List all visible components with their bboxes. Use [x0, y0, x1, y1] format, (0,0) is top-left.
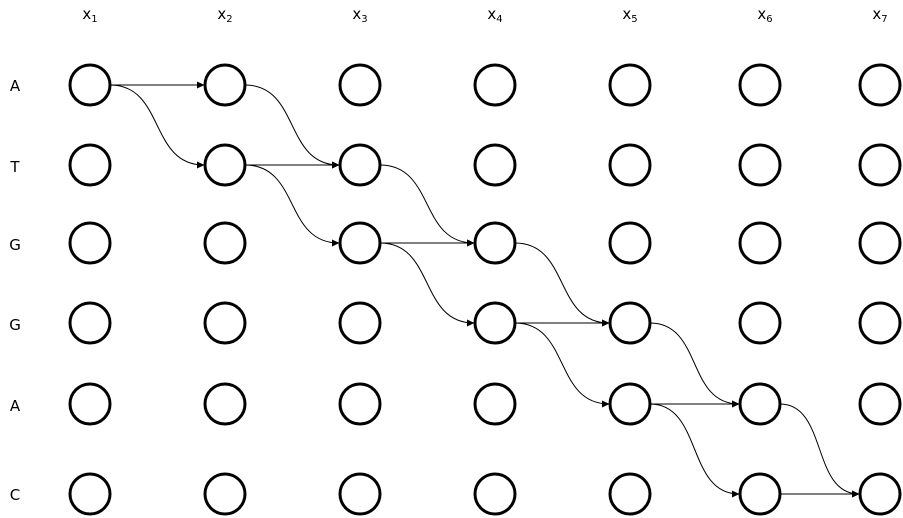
column-label-x7: x7 [872, 5, 887, 25]
node-3-7 [858, 221, 902, 265]
node-4-4 [473, 301, 517, 345]
node-2-4 [473, 143, 517, 187]
node-3-4 [473, 221, 517, 265]
edge-arrow-5 [244, 164, 340, 247]
edge-arrow-14 [649, 403, 740, 498]
node-3-6 [738, 221, 782, 265]
row-label-6: C [10, 486, 20, 504]
node-4-3 [338, 301, 382, 345]
node-2-5 [608, 143, 652, 187]
node-5-1 [68, 382, 112, 426]
column-labels: x1 x2 x3 x4 x5 x6 x7 [82, 5, 887, 25]
node-2-3 [338, 143, 382, 187]
node-5-3 [338, 382, 382, 426]
node-5-7 [858, 382, 902, 426]
column-label-x5: x5 [622, 5, 637, 25]
row-label-3: G [9, 236, 21, 254]
row-label-4: G [9, 316, 21, 334]
edges [109, 81, 860, 498]
column-label-x1: x1 [82, 5, 97, 25]
edge-arrow-2 [109, 84, 205, 169]
node-3-3 [338, 221, 382, 265]
node-6-4 [473, 472, 517, 516]
node-2-2 [203, 143, 247, 187]
node-1-7 [858, 63, 902, 107]
row-label-5: A [10, 397, 21, 415]
node-1-3 [338, 63, 382, 107]
node-3-2 [203, 221, 247, 265]
row-label-2: T [9, 158, 20, 176]
node-5-2 [203, 382, 247, 426]
node-4-5 [608, 301, 652, 345]
node-6-1 [68, 472, 112, 516]
node-2-7 [858, 143, 902, 187]
column-label-x3: x3 [352, 5, 367, 25]
node-4-2 [203, 301, 247, 345]
node-6-2 [203, 472, 247, 516]
node-6-5 [608, 472, 652, 516]
edge-arrow-15 [779, 403, 860, 498]
node-2-1 [68, 143, 112, 187]
node-1-6 [738, 63, 782, 107]
column-label-x2: x2 [217, 5, 232, 25]
nodes [68, 63, 902, 516]
edge-arrow-9 [514, 242, 610, 327]
node-5-6 [738, 382, 782, 426]
node-1-1 [68, 63, 112, 107]
node-1-4 [473, 63, 517, 107]
edge-arrow-11 [514, 322, 610, 408]
edge-arrow-8 [379, 242, 475, 327]
edge-arrow-3 [244, 84, 340, 169]
node-5-5 [608, 382, 652, 426]
row-labels: A T G G A C [9, 77, 21, 504]
node-2-6 [738, 143, 782, 187]
node-4-1 [68, 301, 112, 345]
edge-arrow-6 [379, 164, 475, 247]
node-6-7 [858, 472, 902, 516]
column-label-x4: x4 [487, 5, 502, 25]
node-1-5 [608, 63, 652, 107]
column-label-x6: x6 [757, 5, 772, 25]
node-6-3 [338, 472, 382, 516]
node-1-2 [203, 63, 247, 107]
edge-arrow-12 [649, 322, 740, 408]
node-5-4 [473, 382, 517, 426]
node-4-7 [858, 301, 902, 345]
row-label-1: A [10, 77, 21, 95]
node-4-6 [738, 301, 782, 345]
node-3-5 [608, 221, 652, 265]
node-6-6 [738, 472, 782, 516]
node-3-1 [68, 221, 112, 265]
